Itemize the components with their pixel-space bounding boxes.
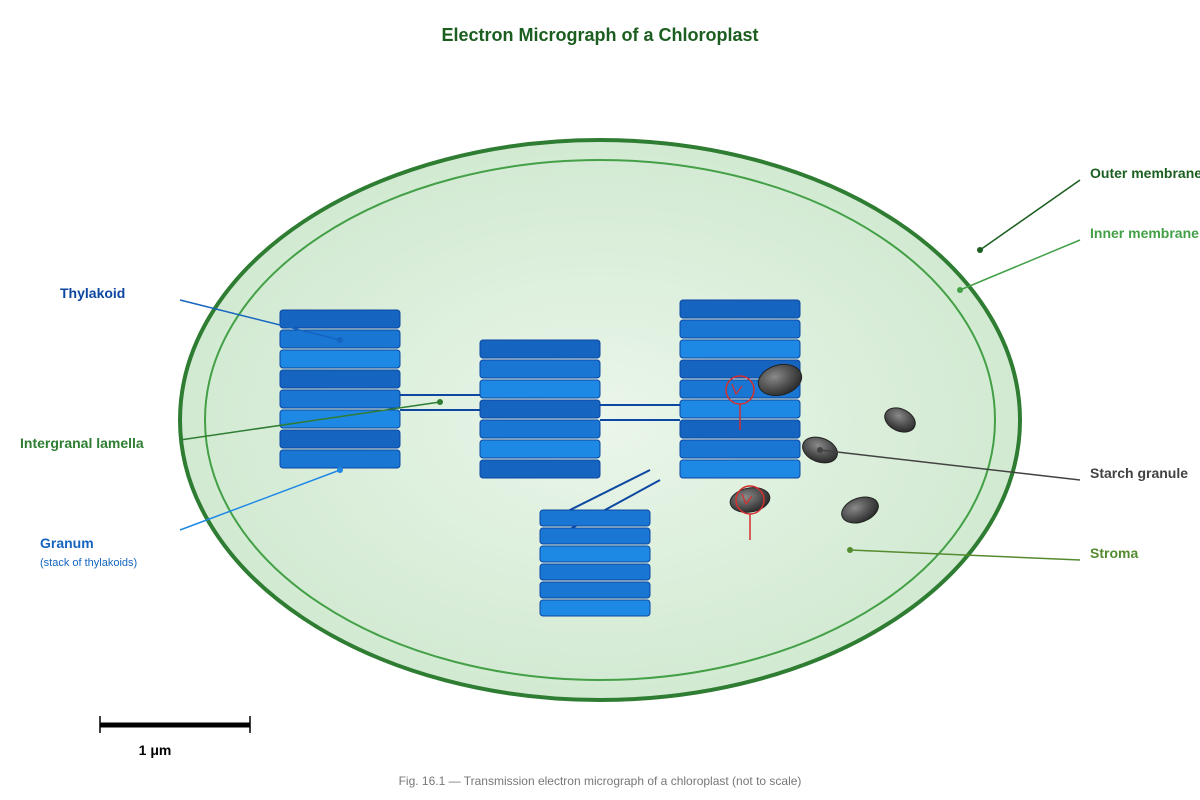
red-markers (725, 375, 765, 540)
starch-granule (757, 363, 803, 397)
leader-starch-granule (819, 449, 1081, 481)
diagram-title: Electron Micrograph of a Chloroplast (441, 25, 758, 45)
label-granum: Granum (40, 535, 94, 551)
label-granum-note: (stack of thylakoids) (40, 557, 137, 569)
inner-membrane (204, 159, 996, 681)
label-starch-granule: Starch granule (1090, 465, 1188, 481)
label-stroma: Stroma (1090, 545, 1138, 561)
leader-granum (179, 469, 341, 531)
scale-bar-label: 1 μm (139, 742, 172, 758)
figure-caption: Fig. 16.1 — Transmission electron microg… (399, 774, 802, 788)
granum-bottom (539, 509, 651, 617)
starch-granule (729, 487, 771, 513)
starch-granules (729, 363, 916, 524)
label-thylakoid: Thylakoid (60, 285, 125, 301)
leader-intergranal-lamella (179, 401, 441, 441)
leader-outer-membrane (979, 179, 1081, 251)
leader-inner-membrane (959, 239, 1081, 291)
leader-lines (179, 179, 1081, 561)
label-intergranal-lamella: Intergranal lamella (20, 435, 144, 451)
granum-center (479, 339, 601, 479)
starch-granule (884, 407, 916, 433)
starch-granule (841, 496, 879, 524)
leader-thylakoid (179, 299, 341, 341)
label-inner-membrane: Inner membrane (1090, 225, 1199, 241)
leader-stroma (849, 549, 1081, 561)
label-outer-membrane: Outer membrane (1090, 165, 1200, 181)
scale-bar: 1 μm (99, 716, 251, 758)
